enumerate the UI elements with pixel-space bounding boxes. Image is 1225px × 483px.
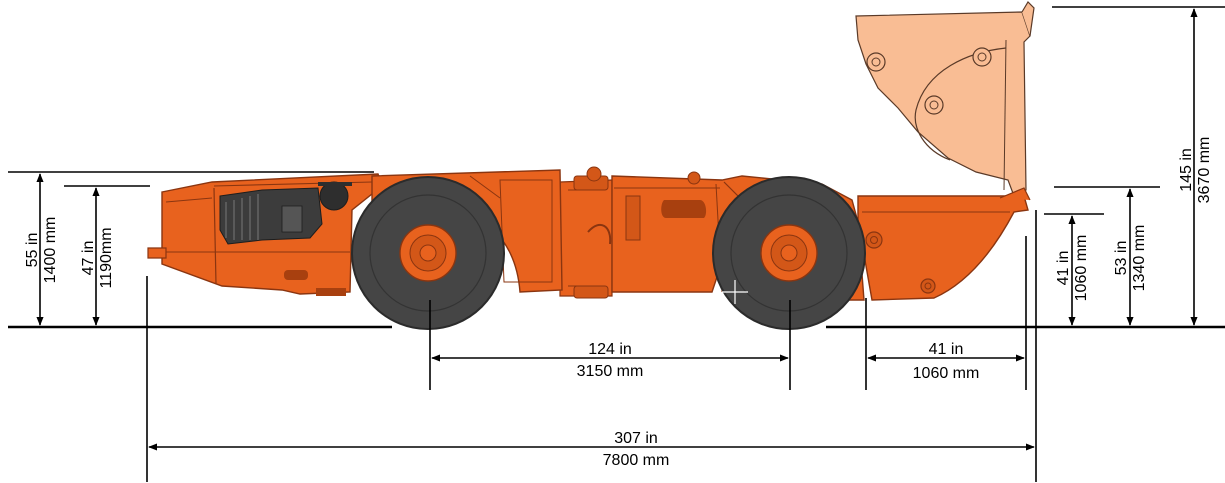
rear-wheel	[351, 176, 505, 330]
front-wheel	[712, 176, 866, 330]
dimension-lines	[8, 6, 1225, 482]
pivot-pin-icon	[924, 95, 944, 115]
centerline-mark-icon	[722, 280, 748, 304]
pivot-pin-icon	[972, 47, 992, 67]
underground-loader	[147, 1, 1035, 330]
bucket-lip-height-metric-label: 1060 mm	[1073, 235, 1090, 302]
overall-length-metric-label: 7800 mm	[603, 452, 670, 469]
front-overhang-imperial-label: 41 in	[929, 341, 964, 358]
raised-height-metric-label: 3670 mm	[1196, 137, 1213, 204]
rear-height-metric-label: 1190mm	[98, 227, 115, 288]
bucket-top-height-metric-label: 1340 mm	[1131, 225, 1148, 292]
pivot-pin-icon	[866, 52, 886, 72]
wheelbase-metric-label: 3150 mm	[577, 363, 644, 380]
front-overhang-metric-label: 1060 mm	[913, 365, 980, 382]
raised-bucket	[855, 1, 1035, 197]
engine-icon	[219, 181, 352, 245]
dimension-labels: 55 in 1400 mm 47 in 1190mm 124 in 3150 m…	[24, 137, 1213, 469]
bucket-top-height-imperial-label: 53 in	[1113, 241, 1130, 276]
rear-frame	[147, 173, 383, 295]
overall-height-imperial-label: 55 in	[24, 233, 41, 268]
lowered-bucket	[857, 187, 1031, 301]
articulation-joint	[559, 166, 613, 299]
overall-height-metric-label: 1400 mm	[42, 217, 59, 284]
bucket-lip-height-imperial-label: 41 in	[1055, 251, 1072, 286]
overall-length-imperial-label: 307 in	[614, 430, 658, 447]
wheelbase-imperial-label: 124 in	[588, 341, 632, 358]
raised-height-imperial-label: 145 in	[1178, 148, 1195, 192]
pivot-pin-icon	[920, 278, 936, 294]
pivot-pin-icon	[865, 231, 883, 249]
rear-height-imperial-label: 47 in	[80, 241, 97, 276]
